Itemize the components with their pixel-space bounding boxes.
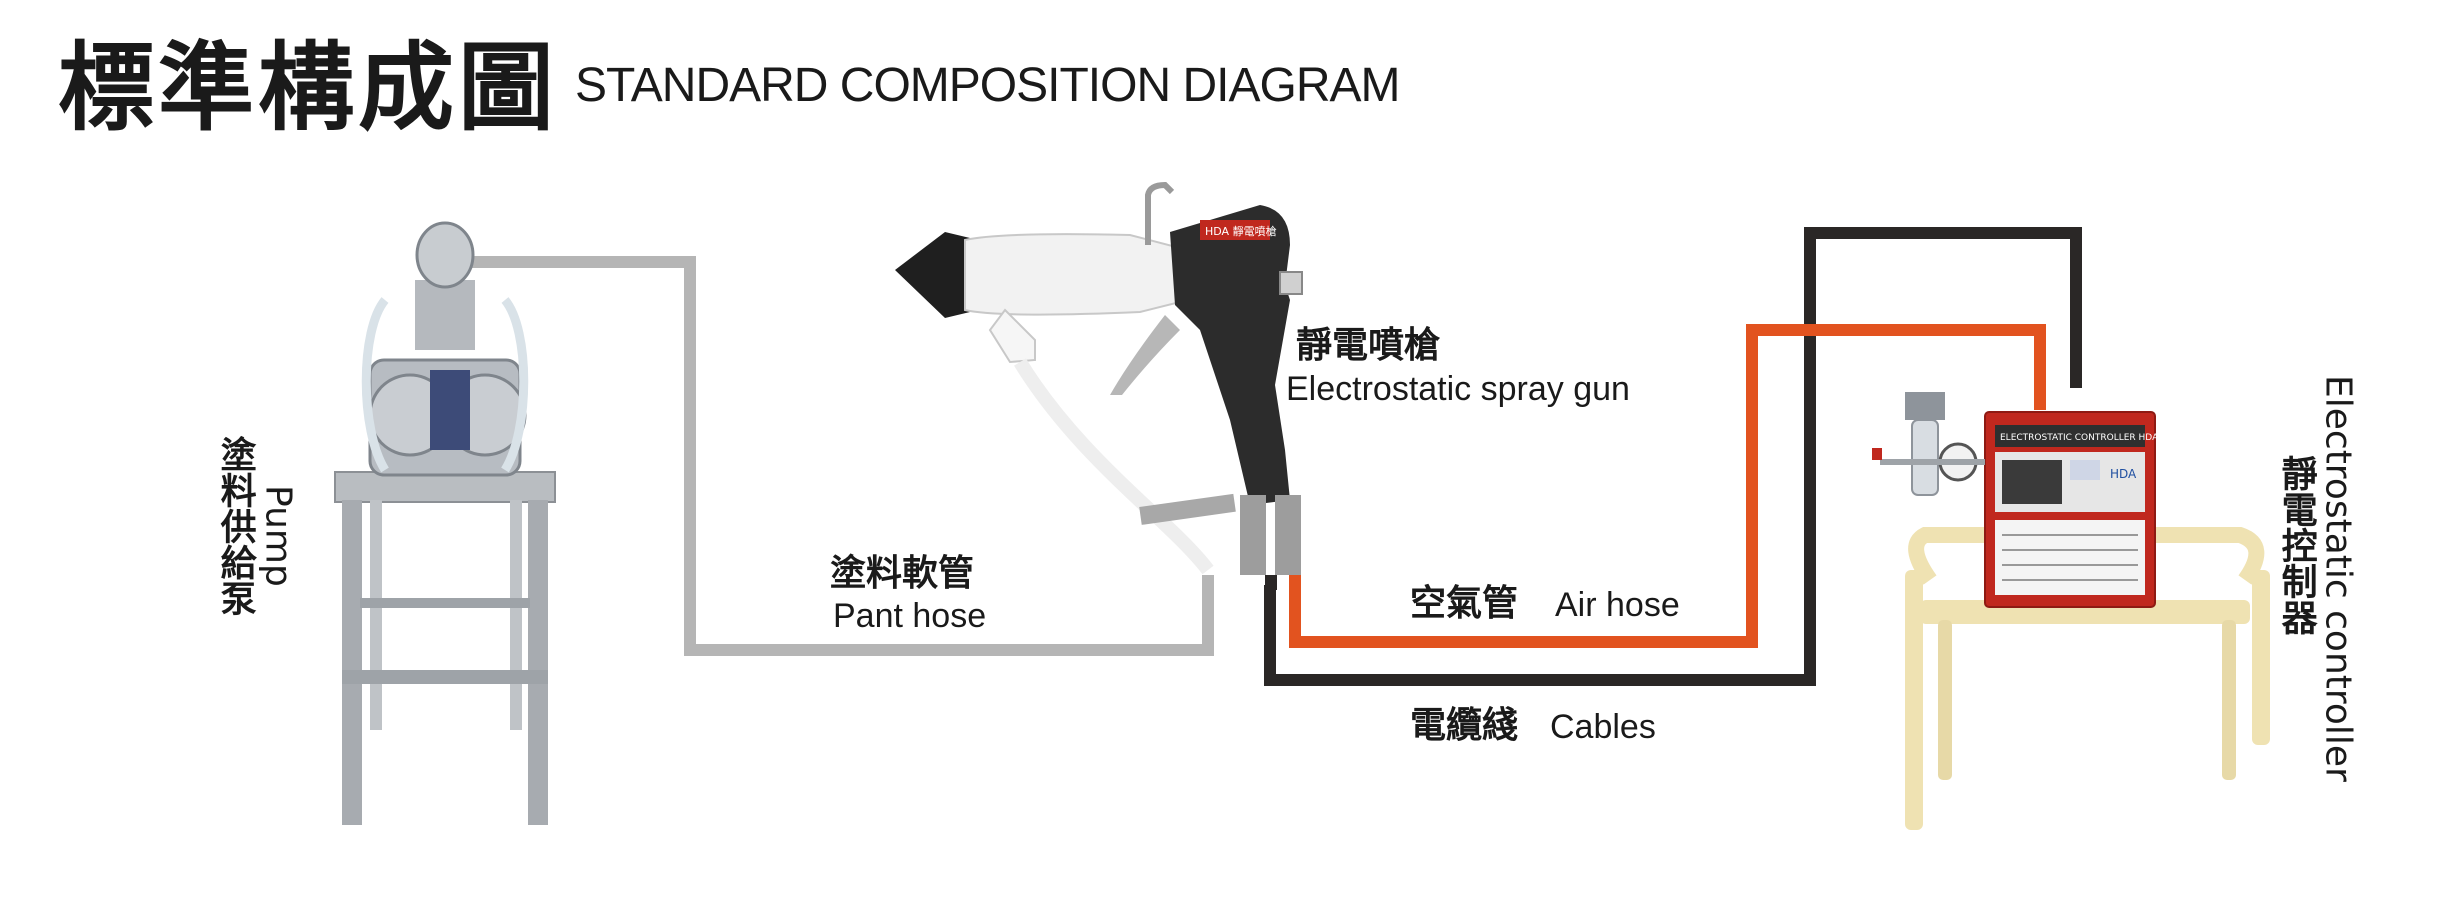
pump-illustration [334, 221, 556, 825]
pump-label-en: Pump [257, 485, 299, 587]
title-chinese: 標準構成圖 [58, 32, 558, 144]
controller-panel-text: ELECTROSTATIC CONTROLLER HDA [2000, 433, 2159, 443]
spray-gun-label-en: Electrostatic spray gun [1286, 370, 1630, 408]
air-hose-label-zh: 空氣管 [1410, 583, 1519, 624]
spray-gun-illustration: HDA 靜電噴槍 [895, 181, 1303, 590]
controller-brand-text: HDA [2110, 467, 2137, 481]
controller-label-en: Electrostatic controller [2317, 375, 2359, 782]
cables-label-zh: 電纜綫 [1410, 705, 1519, 746]
air-hose-line [1289, 324, 2046, 648]
gun-brand-label: HDA 靜電噴槍 [1205, 224, 1277, 238]
air-hose-label-en: Air hose [1555, 586, 1680, 624]
controller-illustration: ELECTROSTATIC CONTROLLER HDA HDA [1872, 392, 2270, 830]
spray-gun-label-zh: 靜電噴槍 [1296, 325, 1441, 366]
paint-hose-label-en: Pant hose [833, 597, 987, 635]
controller-label-zh: 靜電控制器 [2275, 455, 2317, 635]
paint-hose-label-zh: 塗料軟管 [830, 553, 975, 594]
cable-line [1264, 227, 2082, 686]
title-english: STANDARD COMPOSITION DIAGRAM [575, 59, 1400, 112]
paint-hose-line [470, 256, 1214, 656]
pump-label-zh: 塗料供給泵 [214, 436, 256, 616]
cables-label-en: Cables [1550, 708, 1656, 746]
